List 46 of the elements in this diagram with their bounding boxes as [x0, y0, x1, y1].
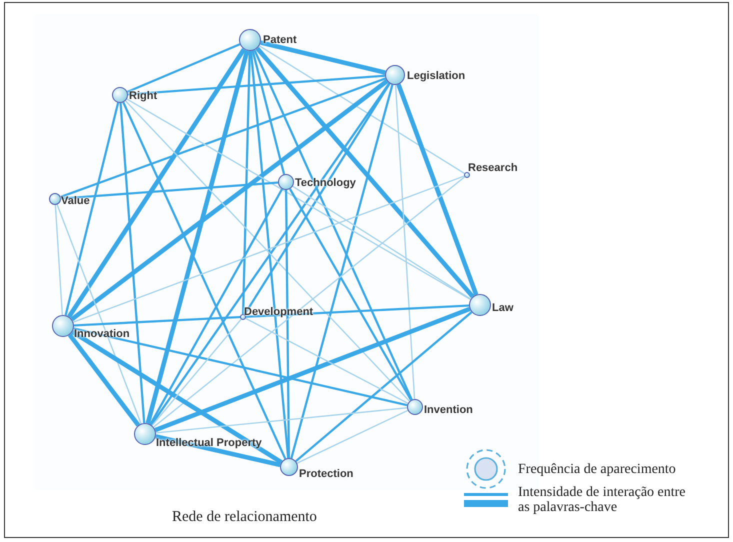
- connection-line: [250, 50, 290, 458]
- connection-line: [154, 306, 471, 432]
- connection-line: [150, 82, 390, 426]
- keyword-label: Invention: [424, 405, 473, 416]
- keyword-label: Value: [61, 196, 90, 207]
- keyword-label: Legislation: [407, 71, 466, 82]
- legend-text: Intensidade de interação entre as palavras-chave: [518, 485, 687, 515]
- connection-line: [289, 188, 412, 401]
- connection-line: [120, 102, 146, 424]
- connection-line: [71, 330, 283, 464]
- keyword-label: Research: [468, 163, 518, 174]
- legend-text: Frequência de aparecimento: [518, 462, 677, 476]
- connection-line: [56, 204, 142, 424]
- connection-line: [245, 318, 408, 404]
- connection-line: [396, 84, 478, 296]
- connection-line: [254, 50, 413, 400]
- connection-line: [153, 176, 466, 428]
- connection-line: [252, 50, 286, 175]
- figure-caption: Rede de relacionamento: [172, 508, 317, 527]
- connection-line: [156, 407, 408, 434]
- connection-line: [74, 304, 470, 327]
- connection-line: [125, 100, 410, 402]
- keyword-label: Law: [492, 303, 514, 314]
- keyword-label: Patent: [263, 35, 297, 46]
- connection-line: [73, 175, 464, 323]
- connection-line: [296, 410, 408, 464]
- keyword-label: Protection: [299, 469, 354, 480]
- connection-line: [292, 186, 472, 300]
- connection-line: [284, 190, 290, 458]
- connection-line: [146, 50, 250, 424]
- connection-line: [122, 102, 286, 460]
- connection-line: [256, 46, 474, 298]
- connection-line: [295, 311, 472, 462]
- connection-line: [259, 45, 465, 174]
- connection-line: [394, 84, 416, 400]
- connection-line: [67, 48, 246, 318]
- connection-line: [152, 318, 242, 426]
- connection-line: [126, 43, 240, 93]
- connection-line: [149, 188, 284, 425]
- connection-line: [54, 204, 63, 316]
- connection-line: [64, 102, 120, 316]
- connection-line: [290, 84, 394, 459]
- connection-line: [126, 98, 471, 300]
- connection-line: [260, 40, 386, 75]
- connection-line: [70, 79, 388, 322]
- connection-line: [68, 333, 140, 427]
